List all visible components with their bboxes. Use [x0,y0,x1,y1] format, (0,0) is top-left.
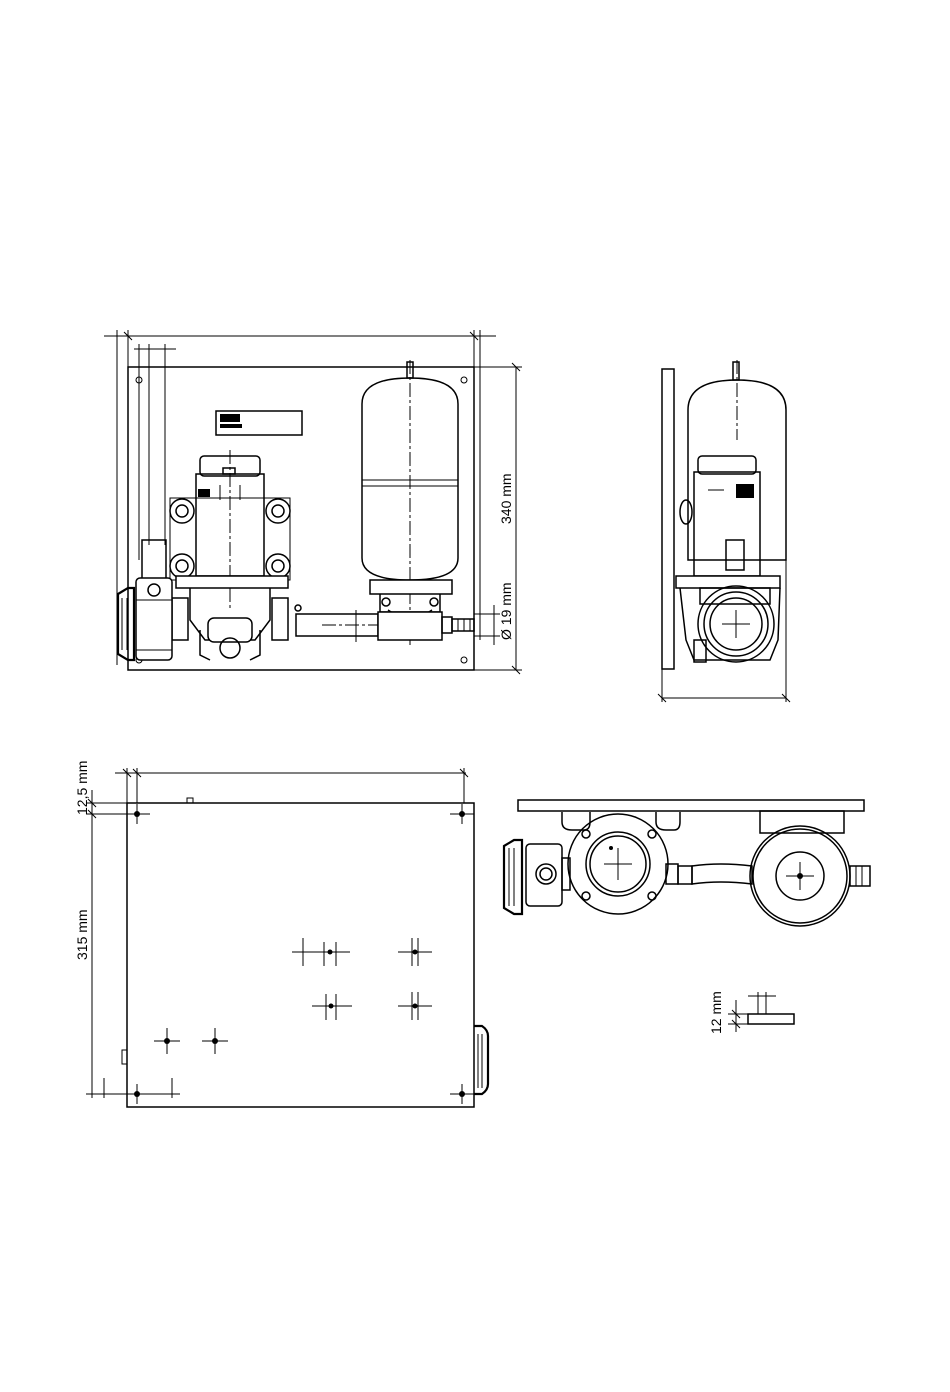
top-strainer [504,840,570,914]
diameter-dimension [474,605,500,645]
thickness-label: 12 mm [708,991,724,1034]
front-view: 340 mm Ø 19 mm [104,330,522,674]
side-pump-head [694,586,774,662]
brand-logo-icon [220,414,242,428]
strainer-holes [154,1028,228,1054]
mount-hole [461,657,467,663]
offset-label: 12,5 mm [74,761,90,815]
side-view [658,360,790,702]
diameter-label: Ø 19 mm [498,582,514,640]
pump-holes [292,938,432,1020]
plan-plate [127,803,474,1107]
thickness-detail [728,992,794,1032]
depth-label: 315 mm [74,909,90,960]
pump-head [172,576,288,660]
plan-view: 12,5 mm 315 mm [74,761,488,1107]
top-plate [518,800,864,811]
height-label: 340 mm [498,473,514,524]
pressure-tank [362,360,458,645]
mount-hole [461,377,467,383]
outlet-hose [295,605,378,642]
side-backing-plate [662,369,674,669]
corner-holes [127,804,474,1104]
top-view [504,800,870,926]
plan-filter-cap [122,1026,488,1094]
strainer-filter [118,540,172,660]
top-tank [750,826,870,926]
hose-barb [442,617,474,633]
top-pump-head [568,814,668,914]
